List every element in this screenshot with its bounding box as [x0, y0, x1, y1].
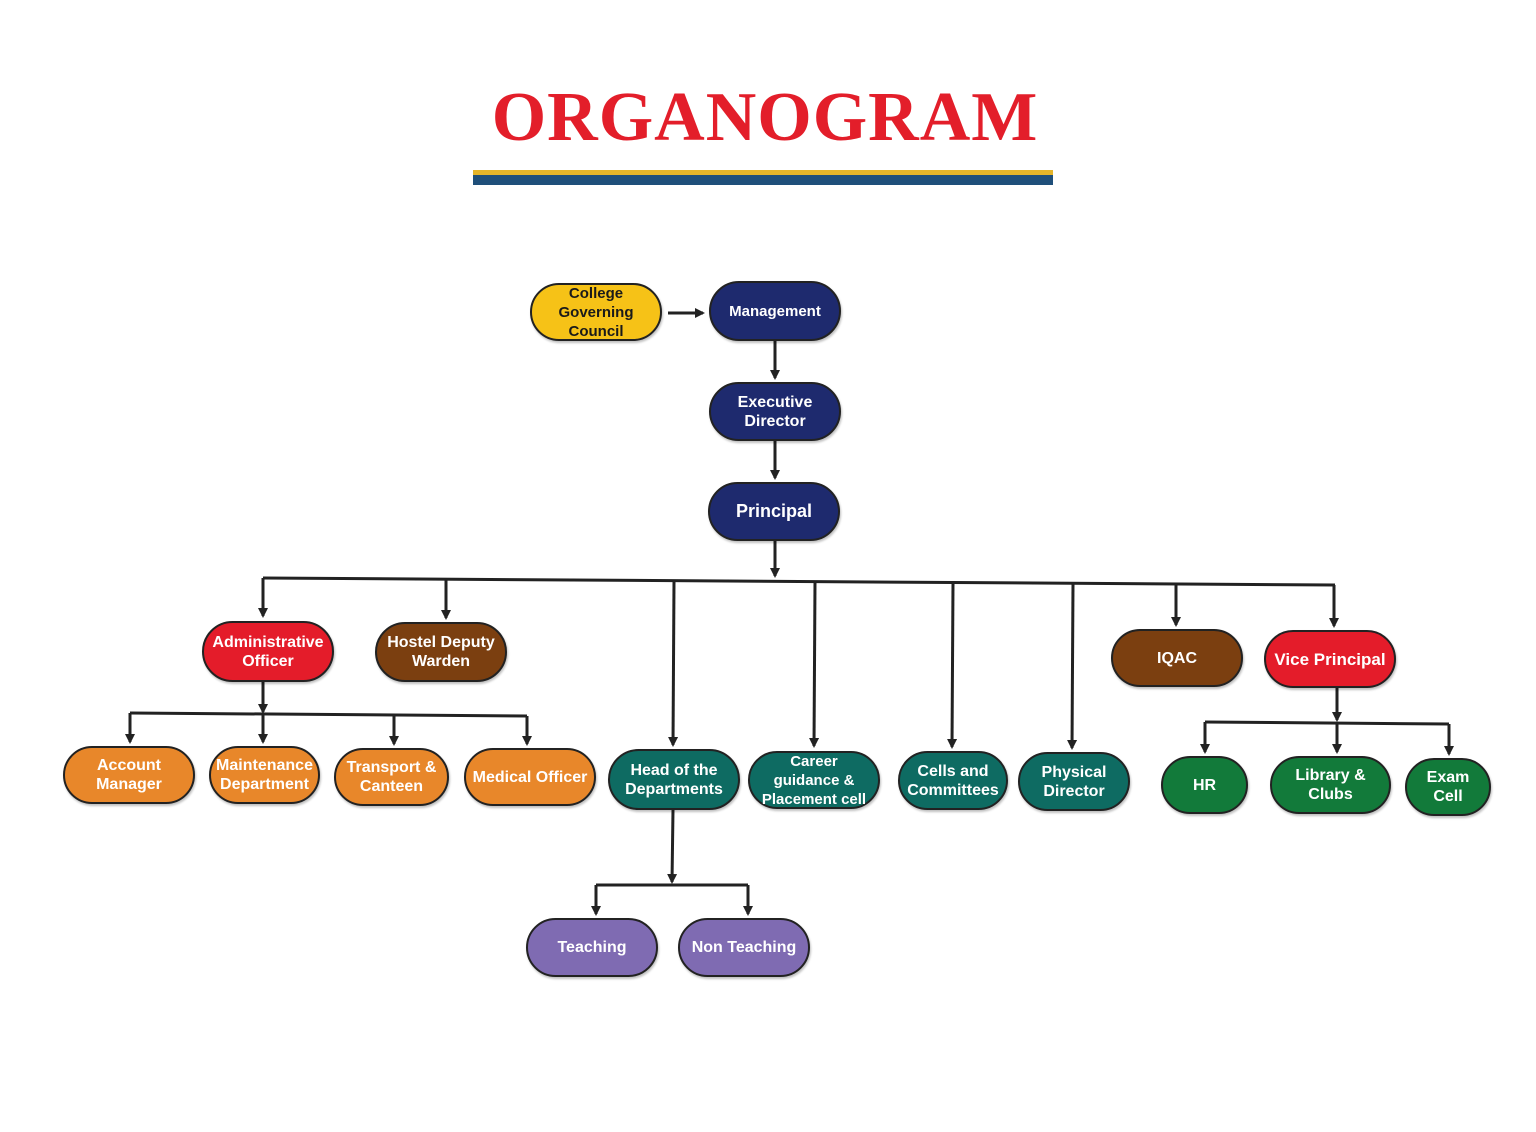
- node-teaching: Teaching: [526, 918, 658, 977]
- node-account-manager: Account Manager: [63, 746, 195, 804]
- node-head-of-departments: Head of the Departments: [608, 749, 740, 810]
- node-transport-canteen: Transport & Canteen: [334, 748, 449, 806]
- node-vice-principal: Vice Principal: [1264, 630, 1396, 688]
- node-maintenance-department: Maintenance Department: [209, 746, 320, 804]
- node-exam-cell: Exam Cell: [1405, 758, 1491, 816]
- principal-bus-line: [262, 576, 1336, 587]
- admin-bus-line: [129, 711, 528, 718]
- title-underline-gold: [473, 170, 1053, 175]
- node-hostel-deputy-warden: Hostel Deputy Warden: [375, 622, 507, 682]
- page-title: ORGANOGRAM: [491, 79, 1039, 156]
- node-executive-director: Executive Director: [709, 382, 841, 441]
- node-library-clubs: Library & Clubs: [1270, 756, 1391, 814]
- node-physical-director: Physical Director: [1018, 752, 1130, 811]
- node-administrative-officer: Administrative Officer: [202, 621, 334, 682]
- node-governing-council: College Governing Council: [530, 283, 662, 341]
- node-medical-officer: Medical Officer: [464, 748, 596, 806]
- node-cells-committees: Cells and Committees: [898, 751, 1008, 810]
- drop-physical-director: [1067, 583, 1078, 750]
- node-hr: HR: [1161, 756, 1248, 814]
- drop-career-guidance: [809, 581, 820, 748]
- node-iqac: IQAC: [1111, 629, 1243, 687]
- title-underline-blue: [473, 175, 1053, 185]
- node-management: Management: [709, 281, 841, 341]
- drop-cells-committees: [947, 582, 958, 749]
- node-non-teaching: Non Teaching: [678, 918, 810, 977]
- node-career-guidance: Career guidance & Placement cell: [748, 751, 880, 809]
- drop-head-of-departments: [668, 580, 679, 747]
- hod-stem: [667, 809, 678, 884]
- vp-bus-line: [1204, 720, 1450, 726]
- node-principal: Principal: [708, 482, 840, 541]
